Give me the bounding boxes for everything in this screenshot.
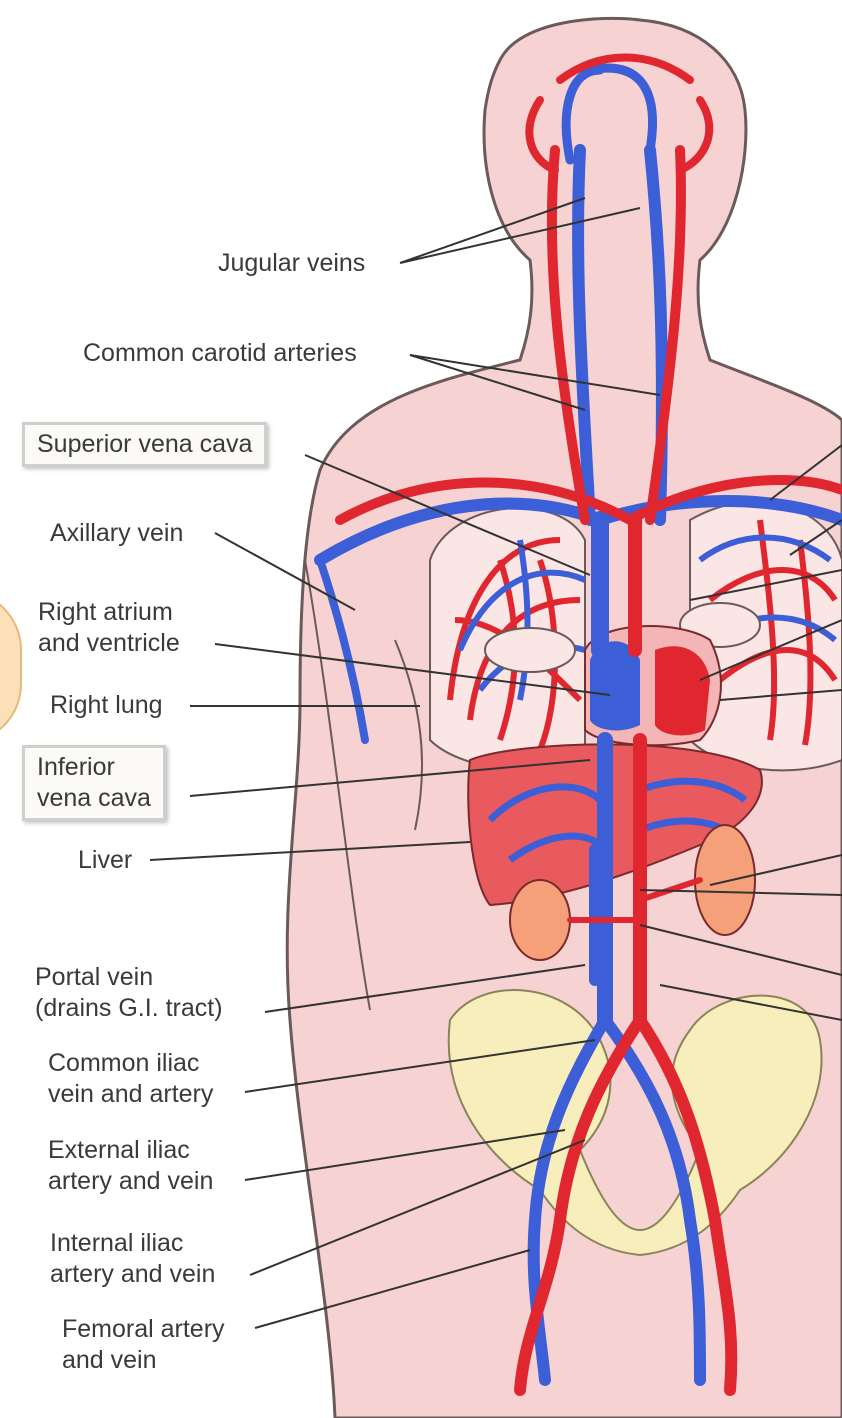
label-common-carotid: Common carotid arteries — [83, 338, 357, 369]
label-external-iliac-line1: External iliac — [48, 1135, 213, 1166]
label-external-iliac-line2: artery and vein — [48, 1166, 213, 1197]
label-common-iliac: Common iliac vein and artery — [48, 1048, 213, 1110]
label-internal-iliac-line2: artery and vein — [50, 1259, 215, 1290]
label-external-iliac: External iliac artery and vein — [48, 1135, 213, 1197]
label-femoral: Femoral artery and vein — [62, 1314, 225, 1376]
label-svc-text: Superior vena cava — [37, 429, 252, 460]
label-inferior-vena-cava: Inferior vena cava — [22, 745, 166, 821]
label-common-iliac-line1: Common iliac — [48, 1048, 213, 1079]
label-right-atrium: Right atrium and ventricle — [38, 597, 180, 659]
right-kidney — [510, 880, 570, 960]
label-axillary-text: Axillary vein — [50, 518, 183, 549]
label-portal-vein: Portal vein (drains G.I. tract) — [35, 962, 223, 1024]
label-carotid-text: Common carotid arteries — [83, 338, 357, 369]
label-right-atrium-line2: and ventricle — [38, 628, 180, 659]
label-ivc-line2: vena cava — [37, 783, 151, 814]
left-kidney — [695, 825, 755, 935]
label-femoral-line1: Femoral artery — [62, 1314, 225, 1345]
label-jugular-veins: Jugular veins — [218, 248, 365, 279]
label-liver-text: Liver — [78, 845, 132, 876]
label-internal-iliac: Internal iliac artery and vein — [50, 1228, 215, 1290]
label-superior-vena-cava: Superior vena cava — [22, 422, 267, 467]
right-lung-hilum — [485, 628, 575, 672]
label-ivc-line1: Inferior — [37, 752, 151, 783]
label-right-atrium-line1: Right atrium — [38, 597, 180, 628]
label-femoral-line2: and vein — [62, 1345, 225, 1376]
label-right-lung-text: Right lung — [50, 690, 163, 721]
label-portal-line2: (drains G.I. tract) — [35, 993, 223, 1024]
label-portal-line1: Portal vein — [35, 962, 223, 993]
label-jugular-text: Jugular veins — [218, 248, 365, 279]
label-liver: Liver — [78, 845, 132, 876]
label-internal-iliac-line1: Internal iliac — [50, 1228, 215, 1259]
label-right-lung: Right lung — [50, 690, 163, 721]
label-axillary-vein: Axillary vein — [50, 518, 183, 549]
aorta — [635, 520, 640, 1020]
label-common-iliac-line2: vein and artery — [48, 1079, 213, 1110]
